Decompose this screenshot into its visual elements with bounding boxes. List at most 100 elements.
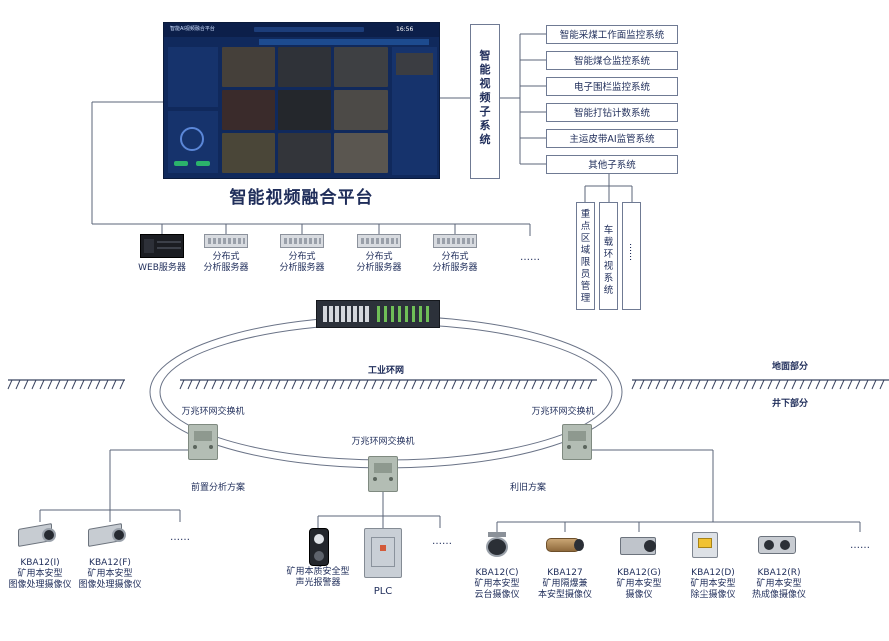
analysis-server-icon-1 <box>204 234 248 248</box>
camera-tile <box>278 47 331 87</box>
child-label-more: …… <box>627 243 637 261</box>
right-device-5-model: KBA12(R) <box>757 568 801 578</box>
camera-tile <box>334 90 388 130</box>
switch-right-label: 万兆环网交换机 <box>531 407 595 417</box>
right-device-3-line3: 摄像仪 <box>625 590 653 600</box>
explosion-proof-camera-icon <box>544 534 584 556</box>
front-analysis-scheme-label: 前置分析方案 <box>190 483 245 493</box>
analysis-server-icon-4 <box>433 234 477 248</box>
right-devices-more: …… <box>850 540 870 551</box>
right-device-4-line3: 除尘摄像仪 <box>690 590 736 600</box>
left-device-2-line2: 矿用本安型 <box>87 569 133 579</box>
ring-switch-right-icon <box>562 424 592 460</box>
left-device-2-line3: 图像处理摄像仪 <box>78 580 142 590</box>
server-label-2a: 分布式 <box>288 252 316 262</box>
right-device-1-model: KBA12(C) <box>475 568 519 578</box>
ring-switch-center-icon <box>368 456 398 492</box>
screen-left-list <box>168 47 218 107</box>
ptz-camera-icon <box>482 532 512 560</box>
right-device-3-line2: 矿用本安型 <box>616 579 662 589</box>
server-label-1a: 分布式 <box>212 252 240 262</box>
subsystem-item-drill-count: 智能打钻计数系统 <box>546 103 678 122</box>
camera-tile <box>278 133 331 173</box>
right-device-5-line3: 热成像摄像仪 <box>751 590 806 600</box>
screen-right-panel <box>392 47 437 175</box>
server-label-3b: 分析服务器 <box>356 263 402 273</box>
right-device-4-line2: 矿用本安型 <box>690 579 736 589</box>
standard-camera-icon <box>620 533 660 559</box>
image-processing-camera-icon-2 <box>88 522 130 550</box>
right-device-2-line3: 本安型摄像仪 <box>537 590 592 600</box>
left-device-1-model: KBA12(I) <box>20 558 60 568</box>
screen-green-button-2 <box>196 161 210 166</box>
subsystem-item-belt-ai: 主运皮带AI监管系统 <box>546 129 678 148</box>
left-devices-more: …… <box>170 532 190 543</box>
camera-grid <box>222 47 388 175</box>
screen-title: 智能AI视频融合平台 <box>170 26 215 32</box>
right-device-5-line2: 矿用本安型 <box>756 579 802 589</box>
web-server-icon <box>140 234 184 258</box>
screen-green-button <box>174 161 188 166</box>
screen-tab-bar <box>259 39 429 45</box>
alarm-label-line2: 声光报警器 <box>295 578 341 588</box>
ground-line-left <box>7 379 125 390</box>
surface-label: 地面部分 <box>771 362 808 372</box>
right-device-1-line3: 云台摄像仪 <box>474 590 520 600</box>
dust-removal-camera-icon <box>690 530 720 562</box>
right-device-1-line2: 矿用本安型 <box>474 579 520 589</box>
analysis-server-icon-3 <box>357 234 401 248</box>
underground-label: 井下部分 <box>771 399 808 409</box>
camera-tile <box>222 47 275 87</box>
subsystem-item-other: 其他子系统 <box>546 155 678 174</box>
reuse-scheme-label: 利旧方案 <box>509 483 546 493</box>
camera-tile <box>222 133 275 173</box>
server-label-3a: 分布式 <box>365 252 393 262</box>
subsystem-item-coal-bunker: 智能煤仓监控系统 <box>546 51 678 70</box>
server-label-4a: 分布式 <box>441 252 469 262</box>
child-box-vehicle-view: 车载环视系统 <box>599 202 618 310</box>
camera-tile <box>334 47 388 87</box>
ring-network-label: 工业环网 <box>367 366 404 376</box>
camera-tile <box>334 133 388 173</box>
alarm-label-line1: 矿用本质安全型 <box>286 567 350 577</box>
video-subsystem-box: 智能视频子系统 <box>470 24 500 179</box>
video-subsystem-title: 智能视频子系统 <box>479 49 491 146</box>
child-box-more: …… <box>622 202 641 310</box>
switch-center-label: 万兆环网交换机 <box>351 437 415 447</box>
ring-switch-left-icon <box>188 424 218 460</box>
child-label-vehicle-view: 车载环视系统 <box>603 225 614 296</box>
ground-line-right <box>631 379 889 390</box>
center-devices-more: …… <box>432 536 452 547</box>
camera-tile <box>278 90 331 130</box>
plc-label: PLC <box>373 586 393 597</box>
screen-preview <box>396 53 433 75</box>
server-label-2b: 分析服务器 <box>279 263 325 273</box>
ptz-control-icon <box>180 127 204 151</box>
platform-screen: 智能AI视频融合平台 16:56 <box>163 22 440 179</box>
plc-cabinet-icon <box>364 528 402 578</box>
right-device-2-line2: 矿用隔爆兼 <box>542 579 588 589</box>
camera-tile <box>222 90 275 130</box>
platform-caption: 智能视频融合平台 <box>229 188 374 208</box>
audible-visual-alarm-icon <box>309 528 329 566</box>
left-device-2-model: KBA12(F) <box>89 558 131 568</box>
left-device-1-line2: 矿用本安型 <box>17 569 63 579</box>
child-box-restricted-area: 重点区域限员管理 <box>576 202 595 310</box>
analysis-server-icon-2 <box>280 234 324 248</box>
switch-left-label: 万兆环网交换机 <box>181 407 245 417</box>
server-label-1b: 分析服务器 <box>203 263 249 273</box>
right-device-4-model: KBA12(D) <box>691 568 735 578</box>
subsystem-item-e-fence: 电子围栏监控系统 <box>546 77 678 96</box>
child-label-restricted-area: 重点区域限员管理 <box>580 209 591 304</box>
screen-left-control <box>168 111 218 173</box>
server-label-4b: 分析服务器 <box>432 263 478 273</box>
screen-clock: 16:56 <box>396 26 414 33</box>
image-processing-camera-icon-1 <box>18 522 60 550</box>
thermal-camera-icon <box>758 534 798 556</box>
core-switch-icon <box>316 300 440 328</box>
right-device-3-model: KBA12(G) <box>617 568 661 578</box>
servers-more: …… <box>520 252 540 263</box>
screen-nav <box>254 27 364 32</box>
